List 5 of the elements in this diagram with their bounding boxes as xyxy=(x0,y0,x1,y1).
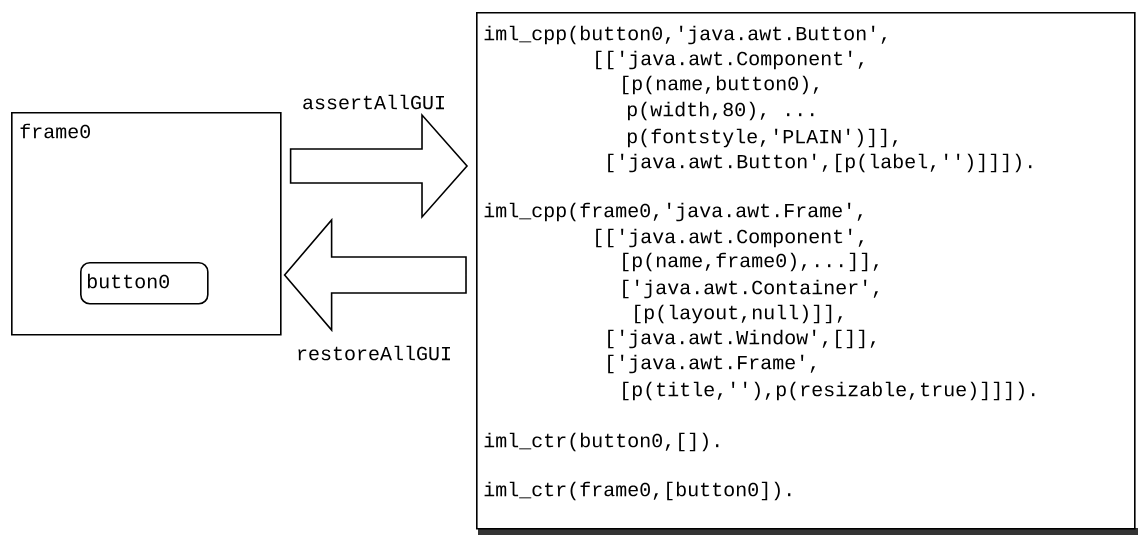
edge-label: restoreAllGUI xyxy=(295,344,453,362)
button-box: button0 xyxy=(80,262,209,305)
edge-label: assertAllGUI xyxy=(301,93,447,111)
code-listing-box: iml_cpp(button0,'java.awt.Button', [['java.awt.Component', [p(name,button0), p(width,80), ... p(fontstyle,'PLAIN')]], ['java.awt.Button',[p(label,'')]]]). iml_cpp(frame0,'java.awt.Frame', [['java.awt.Component', [p(name,frame0),...]], ['java.awt.Container', [p(layout,null)]], ['java.awt.Window',[]], ['java.awt.Frame', [p(title,''),p(resizable,true)]]]). iml_ctr(button0,[]). iml_ctr(frame0,[button0]). xyxy=(476,12,1138,535)
block-arrow xyxy=(289,112,469,220)
